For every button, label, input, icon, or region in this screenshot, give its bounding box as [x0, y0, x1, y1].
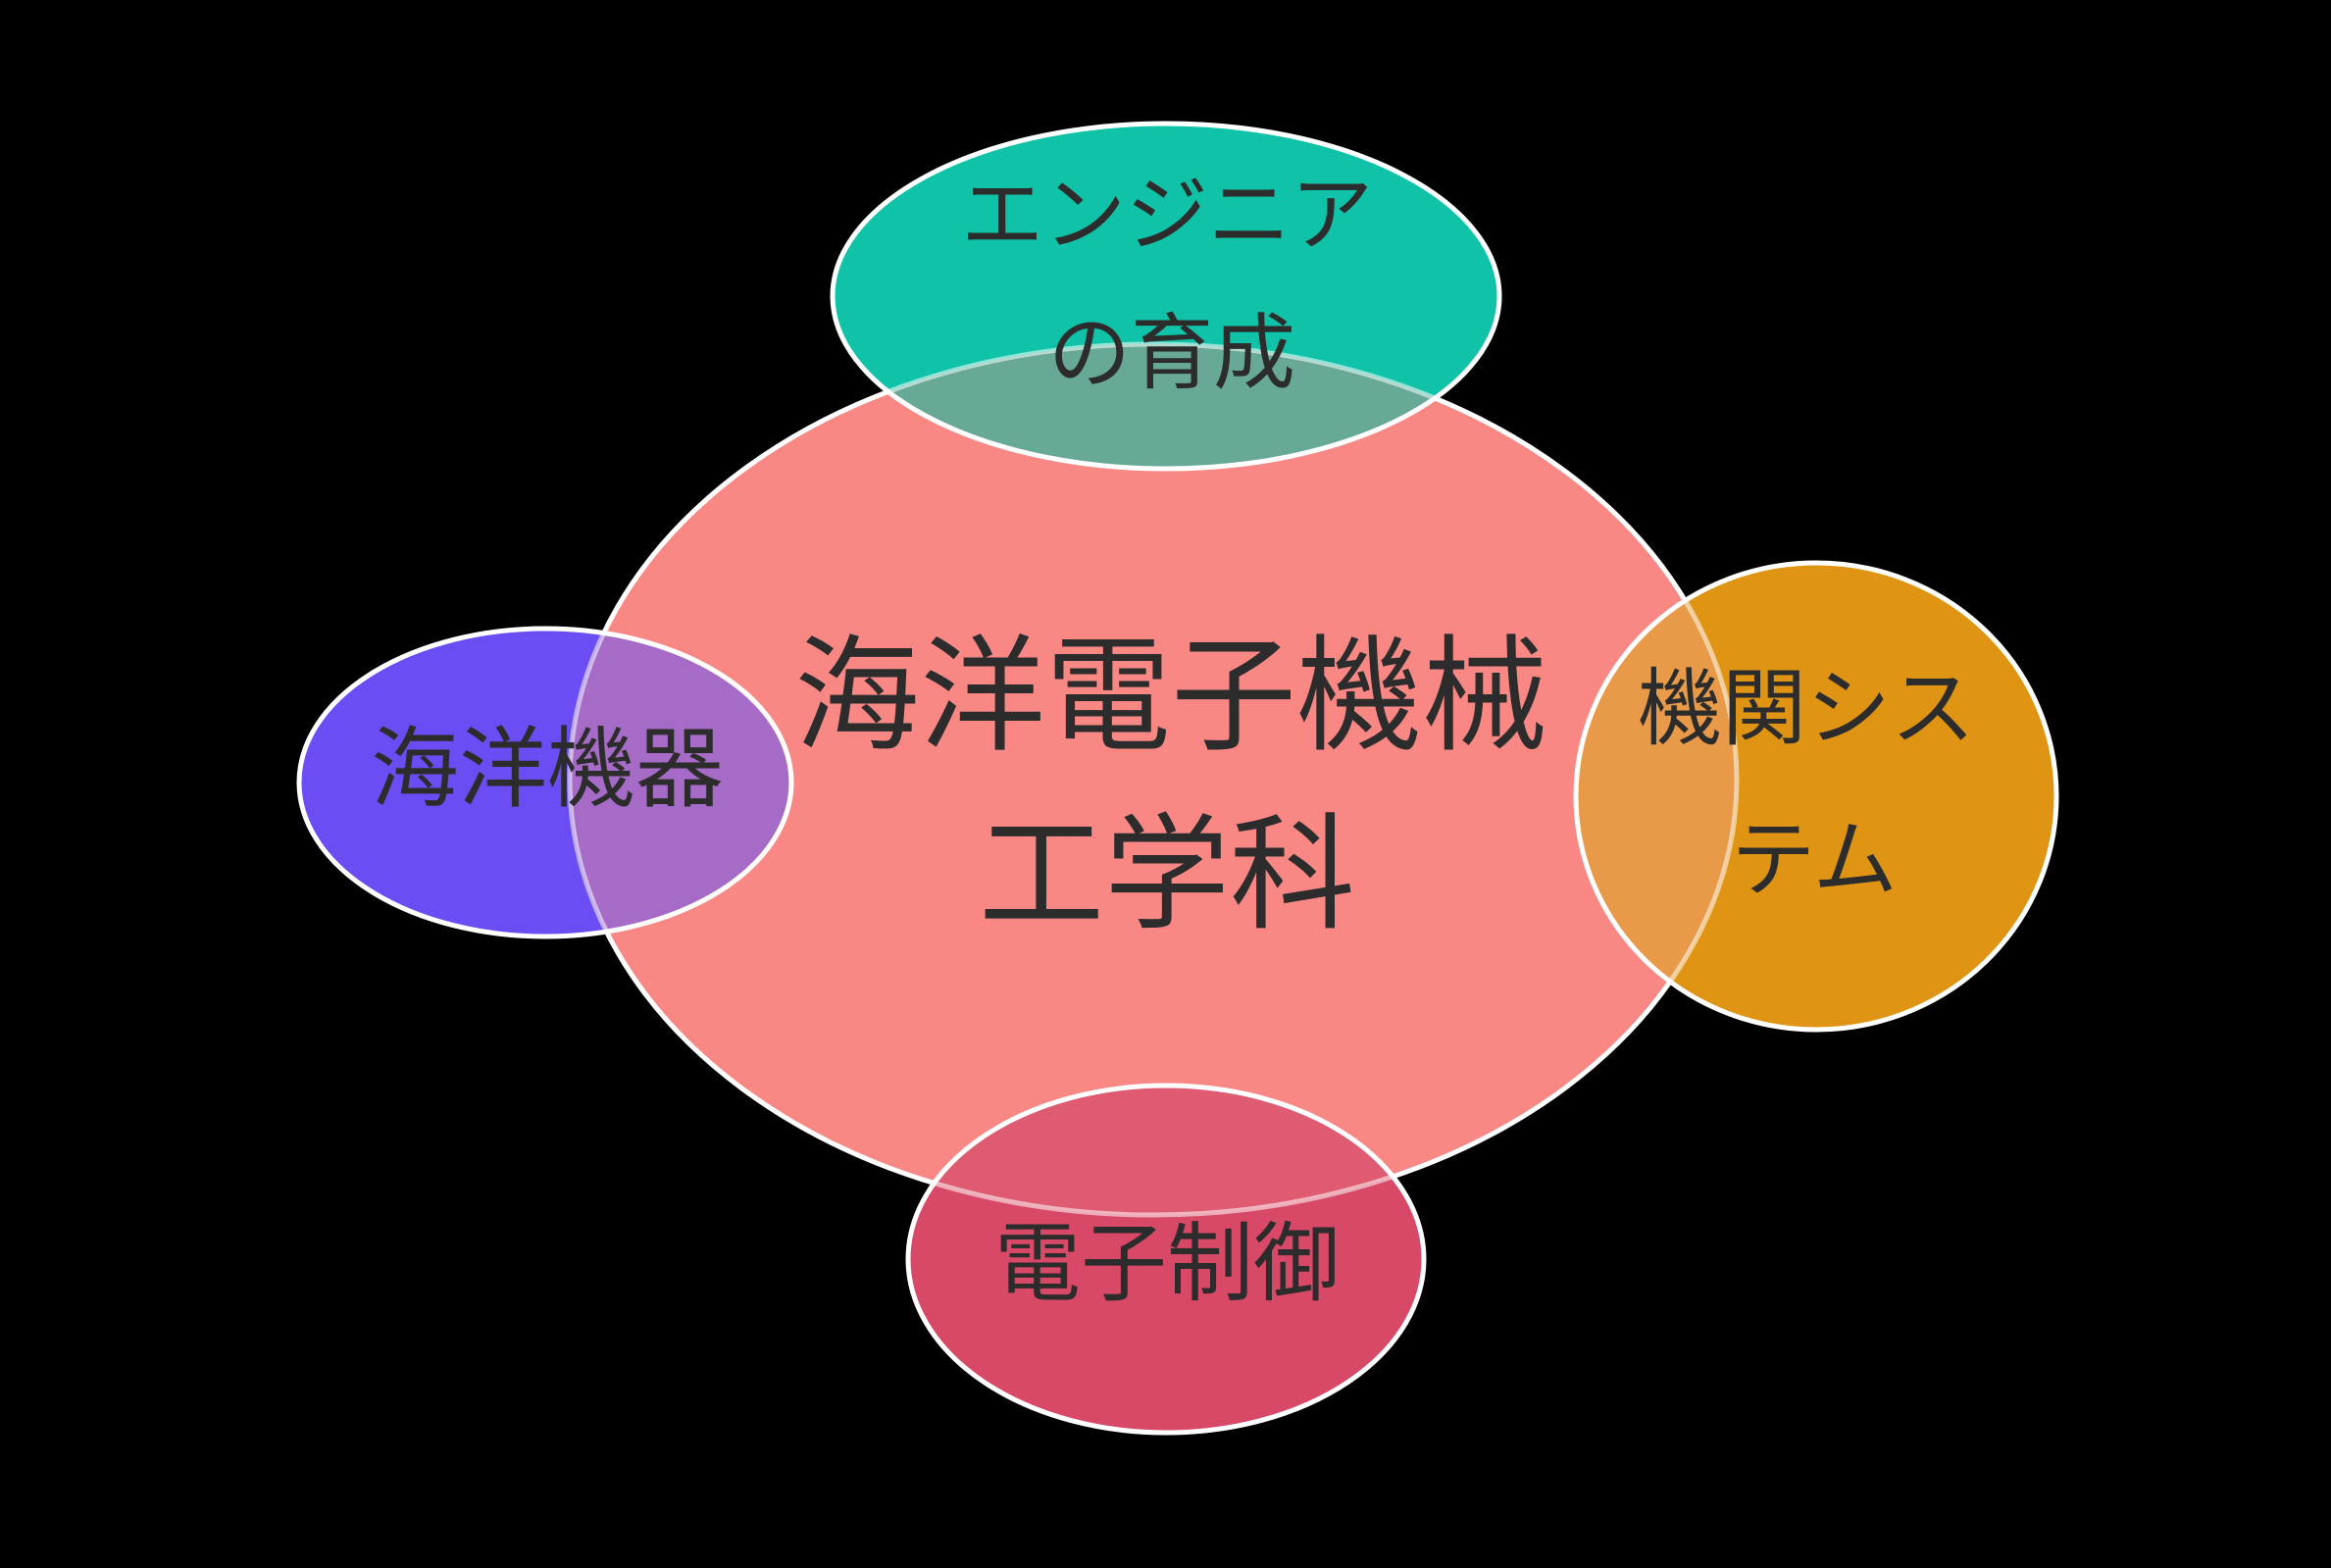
right-label-line1: 機関シス [1638, 662, 1975, 756]
bottom-overlap-region [908, 1086, 1424, 1215]
top-label-line1: エンジニア [961, 169, 1373, 261]
center-ellipse-faint-outline [567, 341, 1740, 1218]
bottom-ellipse-outline [905, 1083, 1427, 1436]
left-overlap-region [570, 629, 791, 936]
center-label-line1: 海洋電子機械 [794, 627, 1547, 767]
top-label-line2: の育成 [1048, 307, 1295, 399]
left-label: 海洋機器 [371, 721, 724, 819]
top-overlap-region [833, 344, 1499, 469]
left-ellipse-outline [296, 626, 794, 939]
right-overlap-region [1576, 563, 1737, 1030]
center-label-line2: 工学科 [979, 805, 1355, 945]
right-ellipse-outline [1573, 560, 2059, 1033]
right-label-line2: テム [1731, 813, 1897, 907]
bottom-label: 電子制御 [994, 1215, 1340, 1312]
top-ellipse-outline [830, 121, 1502, 472]
